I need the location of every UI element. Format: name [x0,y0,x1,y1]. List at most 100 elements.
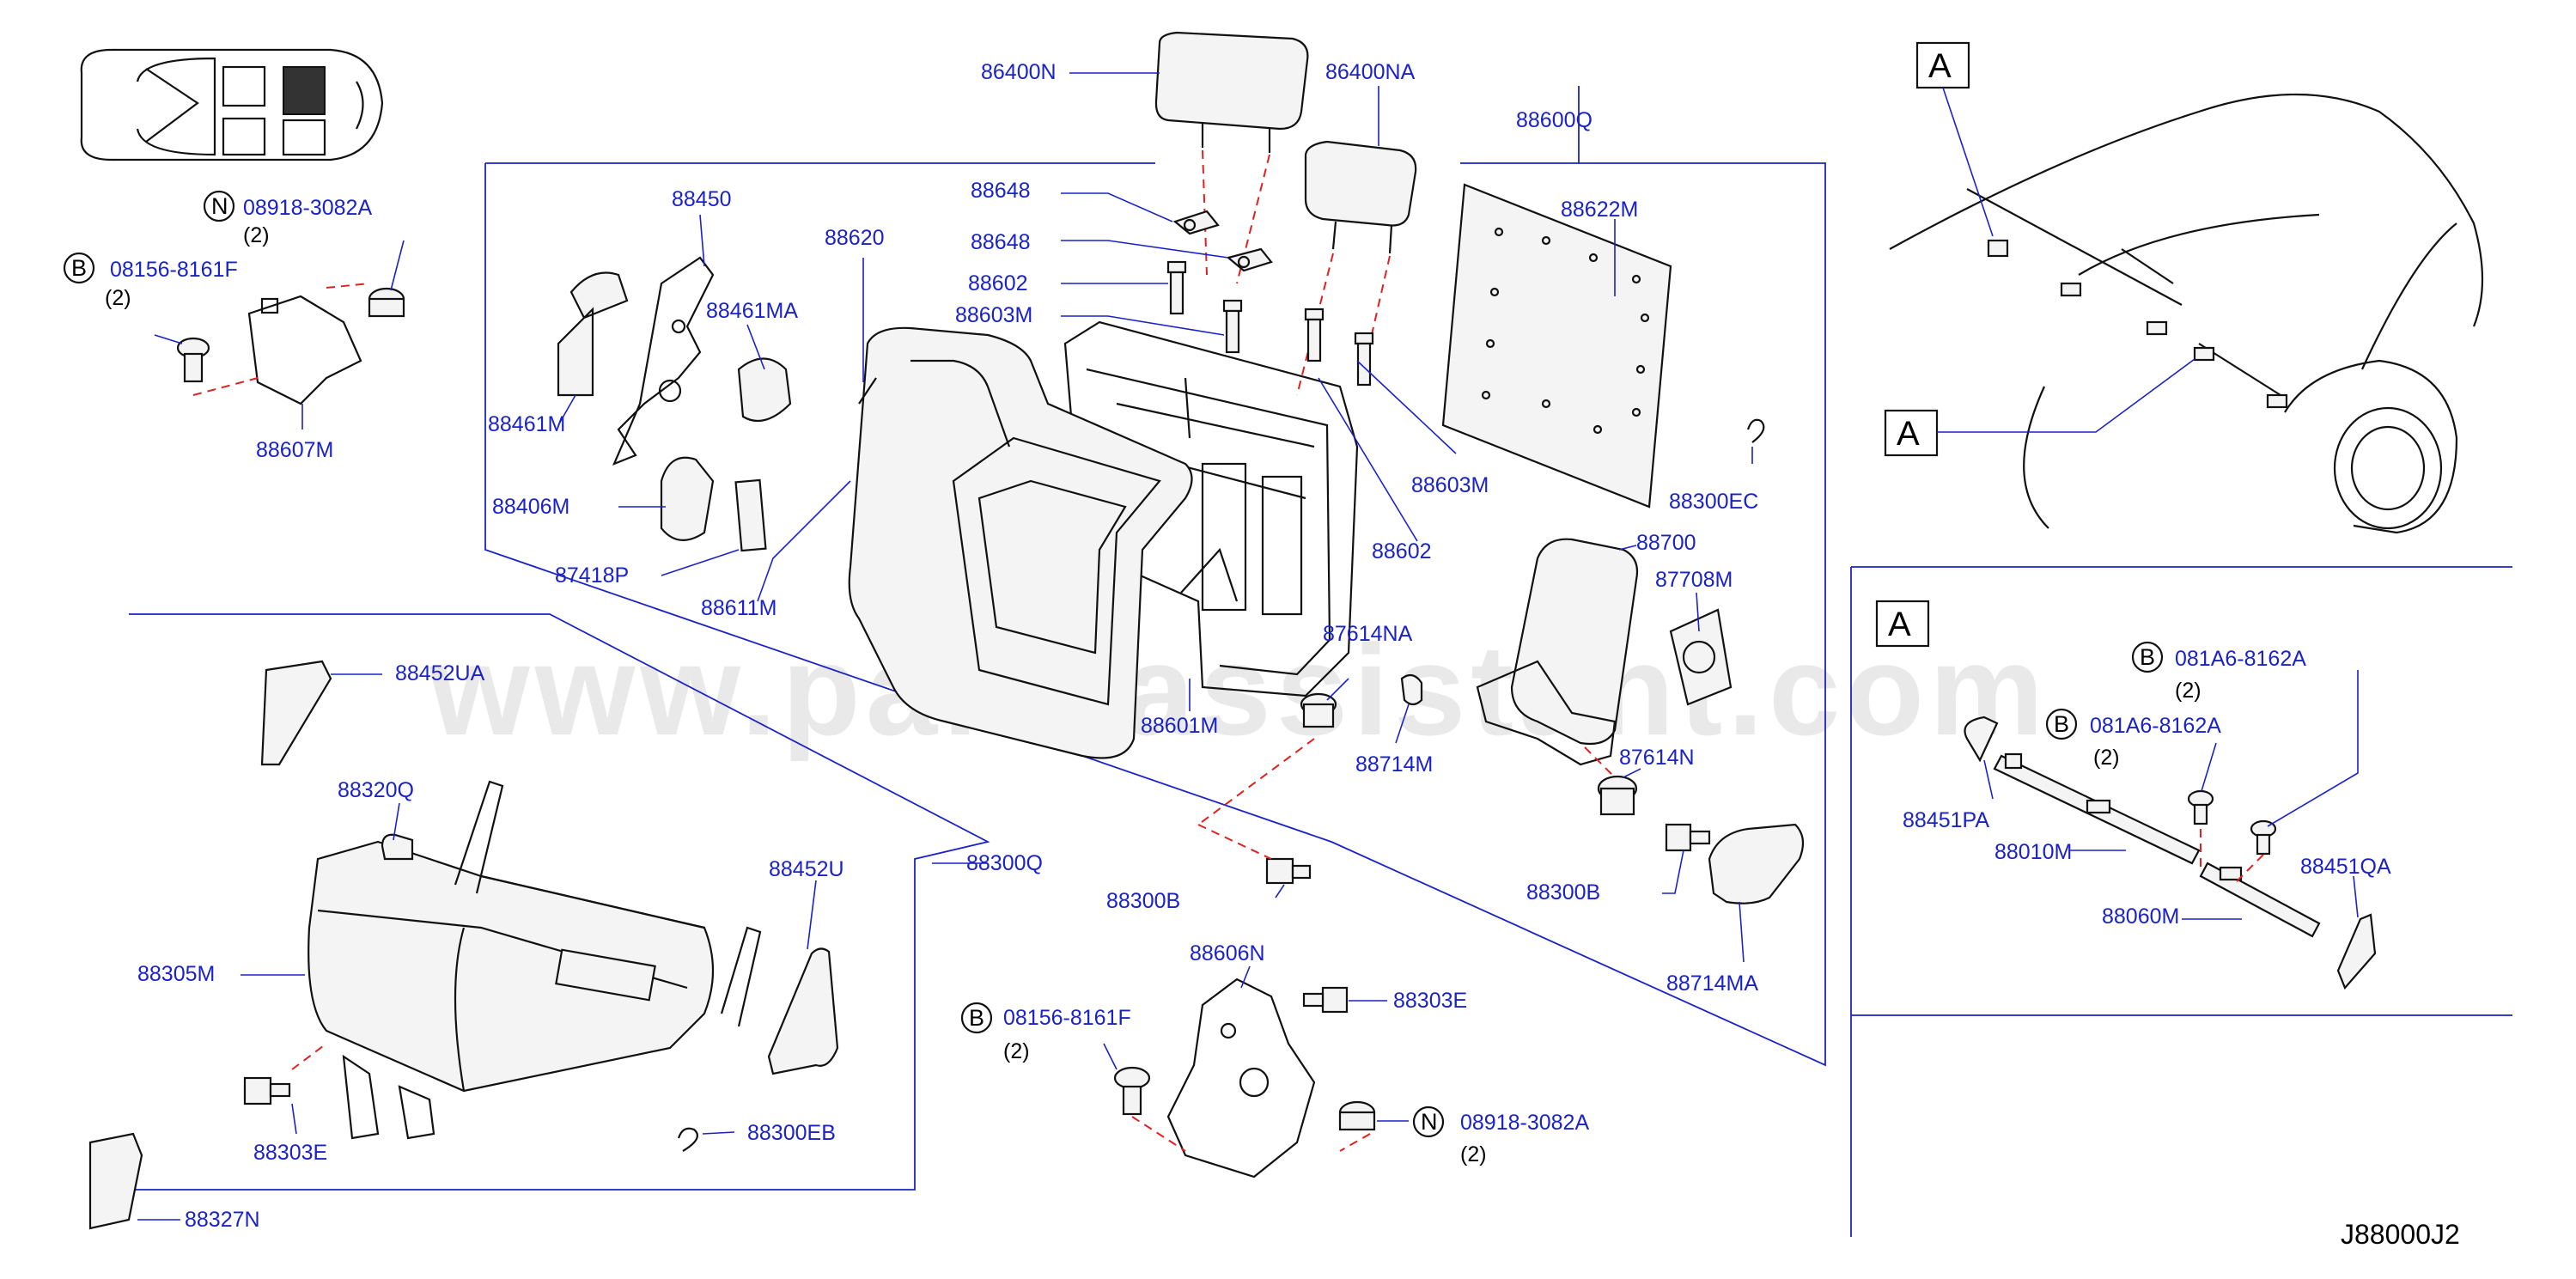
label-88602-a: 88602 [968,271,1028,295]
bolt-88303E-left-part [243,1076,291,1105]
label-88620: 88620 [825,226,885,250]
label-88406M: 88406M [492,495,569,519]
rail-88010M-part [1993,752,2201,865]
clip-88714M-part [1400,673,1423,706]
side-cover-88700-part [1476,538,1639,766]
fastener-b-top-qty: (2) [105,286,131,310]
car-overview-icon [80,48,384,161]
fastener-callouts: N 08918-3082A (2) B 08156-8161F (2) B 08… [63,190,2306,1166]
bolt-08156-bottom-part [1113,1066,1151,1116]
label-88305M: 88305M [137,962,215,986]
label-88451QA: 88451QA [2300,855,2391,879]
label-88461MA: 88461MA [706,299,798,323]
cover-88406M-part [660,456,715,541]
fastener-n-top-code: 08918-3082A [243,196,372,220]
cushion-wire-front [454,780,504,894]
bezel-88648-parts [1172,210,1273,272]
view-marker-a-box [1875,600,1930,648]
label-88452UA: 88452UA [395,661,485,685]
label-88300B-a: 88300B [1106,889,1180,913]
fastener-b-right2-code: 081A6-8162A [2090,714,2221,738]
bezel-87708M-part [1669,608,1733,706]
label-88060M: 88060M [2102,904,2179,929]
cover-88714MA-part [1708,823,1805,904]
nut-88918-top-part [368,287,405,318]
trim-88452UA-part [260,660,332,766]
diagram-code: J88000J2 [2341,1219,2460,1250]
fastener-b-right1-qty: (2) [2175,679,2201,703]
bolt-88303E-right-part [1302,986,1349,1014]
hinge-88450-part [612,256,715,466]
label-86400NA: 86400NA [1325,60,1416,84]
view-marker-a-top-text: A [1928,47,1952,85]
seat-cushion-part [308,840,715,1140]
label-88461M: 88461M [488,412,565,436]
view-marker-a-mid [1884,409,1939,457]
fastener-b-right1-code: 081A6-8162A [2175,647,2306,671]
label-87418P: 87418P [555,563,629,588]
part-labels: 86400N 86400NA 88600Q 88622M 88648 88648… [137,60,2391,1232]
label-88622M: 88622M [1561,198,1638,222]
cushion-wire-rear [720,926,762,1027]
fastener-b-mid-qty: (2) [1003,1039,1030,1063]
label-88714M: 88714M [1355,752,1433,777]
car-side-view [1889,93,2484,534]
label-88606N: 88606N [1190,941,1265,965]
fastener-b-top-code: 08156-8161F [110,258,238,282]
label-88300B-b: 88300B [1526,880,1600,904]
fastener-n-bottom-code: 08918-3082A [1460,1111,1589,1135]
headrest-right-part [1304,140,1417,254]
cushion-hook-88320Q-part [381,833,414,861]
hinge-cover-88461M-part [557,271,629,397]
clip-88451PA-part [1964,716,1999,763]
fastener-n-top-qty: (2) [243,223,270,247]
label-88300EC: 88300EC [1669,490,1758,514]
fastener-b-top-letter: B [71,255,87,281]
label-88648-b: 88648 [971,230,1031,254]
label-88714MA: 88714MA [1666,971,1758,996]
label-88320Q: 88320Q [338,778,414,802]
bolt-08156-top-part [176,337,210,383]
label-88603M-b: 88603M [1411,473,1489,497]
label-88603M-a: 88603M [955,303,1032,327]
label-88700: 88700 [1636,531,1696,555]
label-88648-a: 88648 [971,179,1031,203]
bracket-88607M-part [247,295,362,405]
bracket-88451QA-part [2336,913,2377,990]
label-88450: 88450 [672,187,732,211]
knob-88461MA-part [737,357,792,423]
seatback-board-part [1441,183,1672,509]
label-87708M: 87708M [1655,568,1733,592]
fastener-n-bottom-letter: N [1421,1109,1438,1135]
label-87614N: 87614N [1619,746,1695,770]
label-88600Q: 88600Q [1516,108,1592,132]
leader-lines [137,72,2359,1221]
label-88451PA: 88451PA [1903,808,1989,832]
cover-88327N-part [88,1132,143,1230]
label-88602-b: 88602 [1372,539,1432,563]
label-88452U: 88452U [769,857,844,881]
rail-88060M-part [2199,862,2321,938]
fastener-n-top-letter: N [211,193,228,219]
label-88010M: 88010M [1994,840,2072,864]
label-87614NA: 87614NA [1323,622,1413,646]
label-88300Q: 88300Q [966,851,1043,875]
ring-88300EC-part [1746,418,1765,443]
label-86400N: 86400N [981,60,1057,84]
headrest-left-part [1154,31,1309,153]
fastener-n-bottom-qty: (2) [1460,1142,1487,1166]
fastener-b-right2-qty: (2) [2093,746,2120,770]
label-88611M: 88611M [701,596,777,620]
trim-88452U-part [767,947,839,1075]
label-88327N: 88327N [185,1208,260,1232]
fastener-b-right1-letter: B [2140,644,2155,670]
group-outline-seatback [484,162,1826,1067]
guide-88602-parts [1166,260,1374,387]
fastener-b-right2-letter: B [2054,711,2069,737]
label-88303E-a: 88303E [253,1141,327,1165]
seatback-pad-part [848,326,1193,759]
bolt-081A6-right-parts [2187,789,2277,856]
fastener-b-mid-letter: B [969,1005,984,1031]
